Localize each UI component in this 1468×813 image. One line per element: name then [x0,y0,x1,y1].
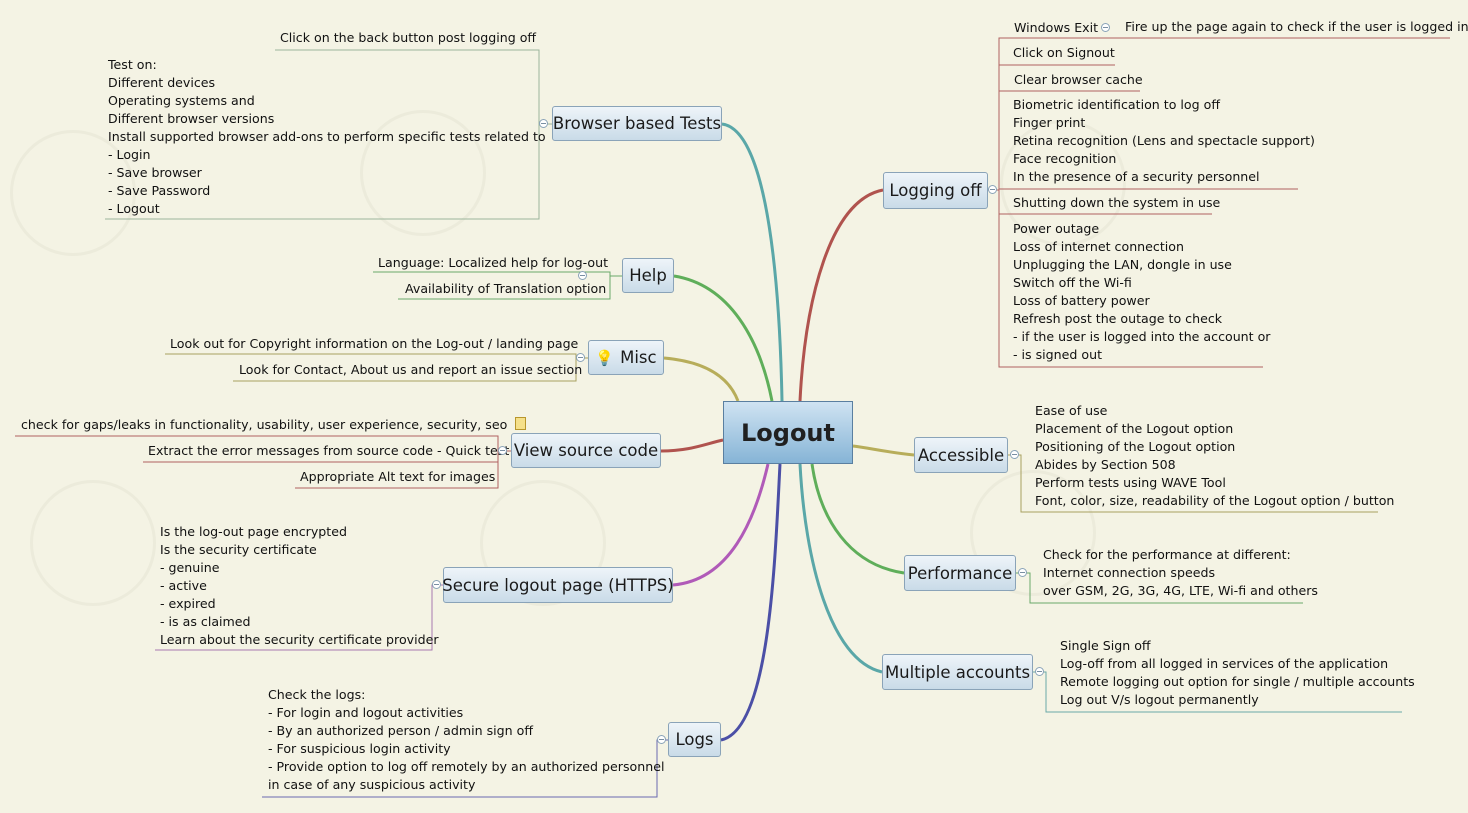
topic-logs[interactable]: Logs [668,722,721,757]
collapse-minus-icon[interactable] [1101,23,1110,32]
topic-accessible[interactable]: Accessible [914,437,1008,473]
central-topic-logout[interactable]: Logout [723,401,853,464]
collapse-minus-icon[interactable] [1010,450,1019,459]
leaf-shutdown[interactable]: Shutting down the system in use [1013,195,1221,210]
collapse-minus-icon[interactable] [1035,667,1044,676]
leaf-check-logs[interactable]: Check the logs: - For login and logout a… [268,687,665,792]
collapse-minus-icon[interactable] [432,580,441,589]
leaf-back-button[interactable]: Click on the back button post logging of… [280,30,537,45]
edge-accessible [852,444,915,457]
collapse-minus-icon[interactable] [498,446,507,455]
lightbulb-icon: 💡 [595,348,615,367]
collapse-minus-icon[interactable] [988,185,997,194]
leaf-gaps-leaks[interactable]: check for gaps/leaks in functionality, u… [21,416,527,434]
edge-browser [721,122,784,402]
edge-secure [672,463,770,587]
leaf-copyright[interactable]: Look out for Copyright information on th… [170,336,579,351]
collapse-minus-icon[interactable] [539,119,548,128]
leaf-clear-cache[interactable]: Clear browser cache [1014,72,1143,87]
collapse-minus-icon[interactable] [576,353,585,362]
leaf-power-outage[interactable]: Power outage Loss of internet connection… [1013,221,1271,362]
leaf-multiple-account-checks[interactable]: Single Sign off Log-off from all logged … [1060,638,1415,707]
edge-multiple [798,463,883,674]
leaf-encrypted-certificate[interactable]: Is the log-out page encrypted Is the sec… [160,524,439,647]
collapse-minus-icon[interactable] [1018,568,1027,577]
collapse-minus-icon[interactable] [657,735,666,744]
topic-multiple-accounts[interactable]: Multiple accounts [882,654,1033,690]
leaf-translation[interactable]: Availability of Translation option [405,281,607,296]
topic-performance[interactable]: Performance [904,555,1016,591]
leaf-language-help[interactable]: Language: Localized help for log-out [378,255,609,270]
topic-misc[interactable]: 💡Misc [588,340,664,375]
topic-help[interactable]: Help [622,258,674,293]
leaf-alt-text[interactable]: Appropriate Alt text for images [300,469,496,484]
topic-secure-logout-page[interactable]: Secure logout page (HTTPS) [442,567,674,603]
leaf-windows-exit[interactable]: Windows Exit [1014,20,1099,35]
leaf-click-signout[interactable]: Click on Signout [1013,45,1115,60]
topic-view-source-code[interactable]: View source code [511,433,661,468]
topic-logging-off[interactable]: Logging off [883,172,988,209]
leaf-accessibility-checks[interactable]: Ease of use Placement of the Logout opti… [1035,403,1395,508]
edge-logging [798,188,884,402]
edge-source [660,438,724,453]
leaf-fire-up-page[interactable]: Fire up the page again to check if the u… [1125,19,1468,34]
edge-misc [663,356,740,402]
watermark-ring [30,480,156,606]
edge-logs [720,463,782,742]
leaf-error-messages[interactable]: Extract the error messages from source c… [148,443,510,458]
leaf-biometric[interactable]: Biometric identification to log off Fing… [1013,97,1315,184]
leaf-contact-about[interactable]: Look for Contact, About us and report an… [239,362,583,377]
edge-performance [810,463,905,575]
topic-browser-based-tests[interactable]: Browser based Tests [552,106,722,141]
watermark-ring [480,480,606,606]
note-icon[interactable] [515,417,527,430]
leaf-performance-checks[interactable]: Check for the performance at different: … [1043,547,1318,598]
leaf-test-on[interactable]: Test on: Different devices Operating sys… [108,57,546,216]
edge-help [673,274,774,402]
collapse-minus-icon[interactable] [578,271,587,280]
